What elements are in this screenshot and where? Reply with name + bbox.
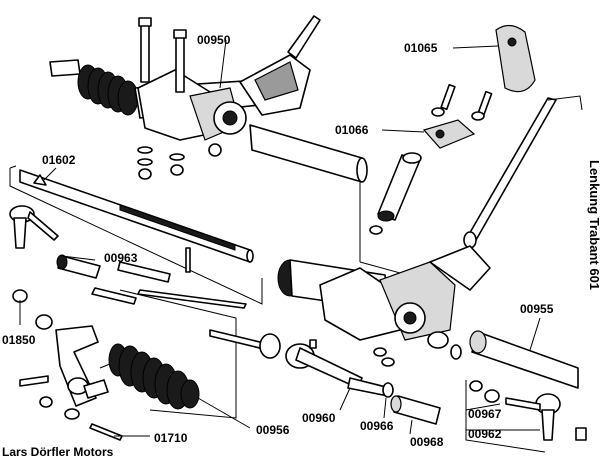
label-01850: 01850	[2, 333, 36, 347]
label-00960: 00960	[302, 411, 336, 425]
label-00963: 00963	[104, 251, 138, 265]
label-00967: 00967	[468, 407, 502, 421]
flange-01066	[369, 83, 493, 235]
diagram-title: Lenkung Trabant 601	[587, 160, 600, 290]
label-00956: 00956	[256, 423, 290, 437]
steering-arm	[39, 325, 123, 441]
label-01066: 01066	[335, 123, 369, 137]
label-01602: 01602	[42, 153, 76, 167]
label-01710: 01710	[154, 431, 188, 445]
tie-rod-end-left	[9, 205, 59, 387]
tube-00955	[469, 330, 579, 389]
label-00962: 00962	[468, 427, 502, 441]
credit-text: Lars Dörfler Motors	[2, 445, 114, 458]
label-00968: 00968	[410, 435, 444, 449]
boot-top	[77, 64, 139, 116]
label-01065: 01065	[404, 41, 438, 55]
steering-gear-top	[49, 15, 368, 183]
steering-gear-lower	[277, 245, 491, 367]
label-00966: 00966	[360, 419, 394, 433]
boot-00956	[99, 343, 200, 410]
label-00950: 00950	[197, 33, 231, 47]
bracket-01065	[495, 24, 536, 93]
label-00955: 00955	[520, 302, 554, 316]
frame-lines	[9, 95, 583, 419]
clamp-00963	[56, 247, 247, 309]
leader-lines	[19, 39, 541, 437]
rack-01602	[19, 169, 254, 263]
tie-rod-end-right	[465, 380, 587, 453]
rod-parts-00966	[382, 382, 441, 425]
